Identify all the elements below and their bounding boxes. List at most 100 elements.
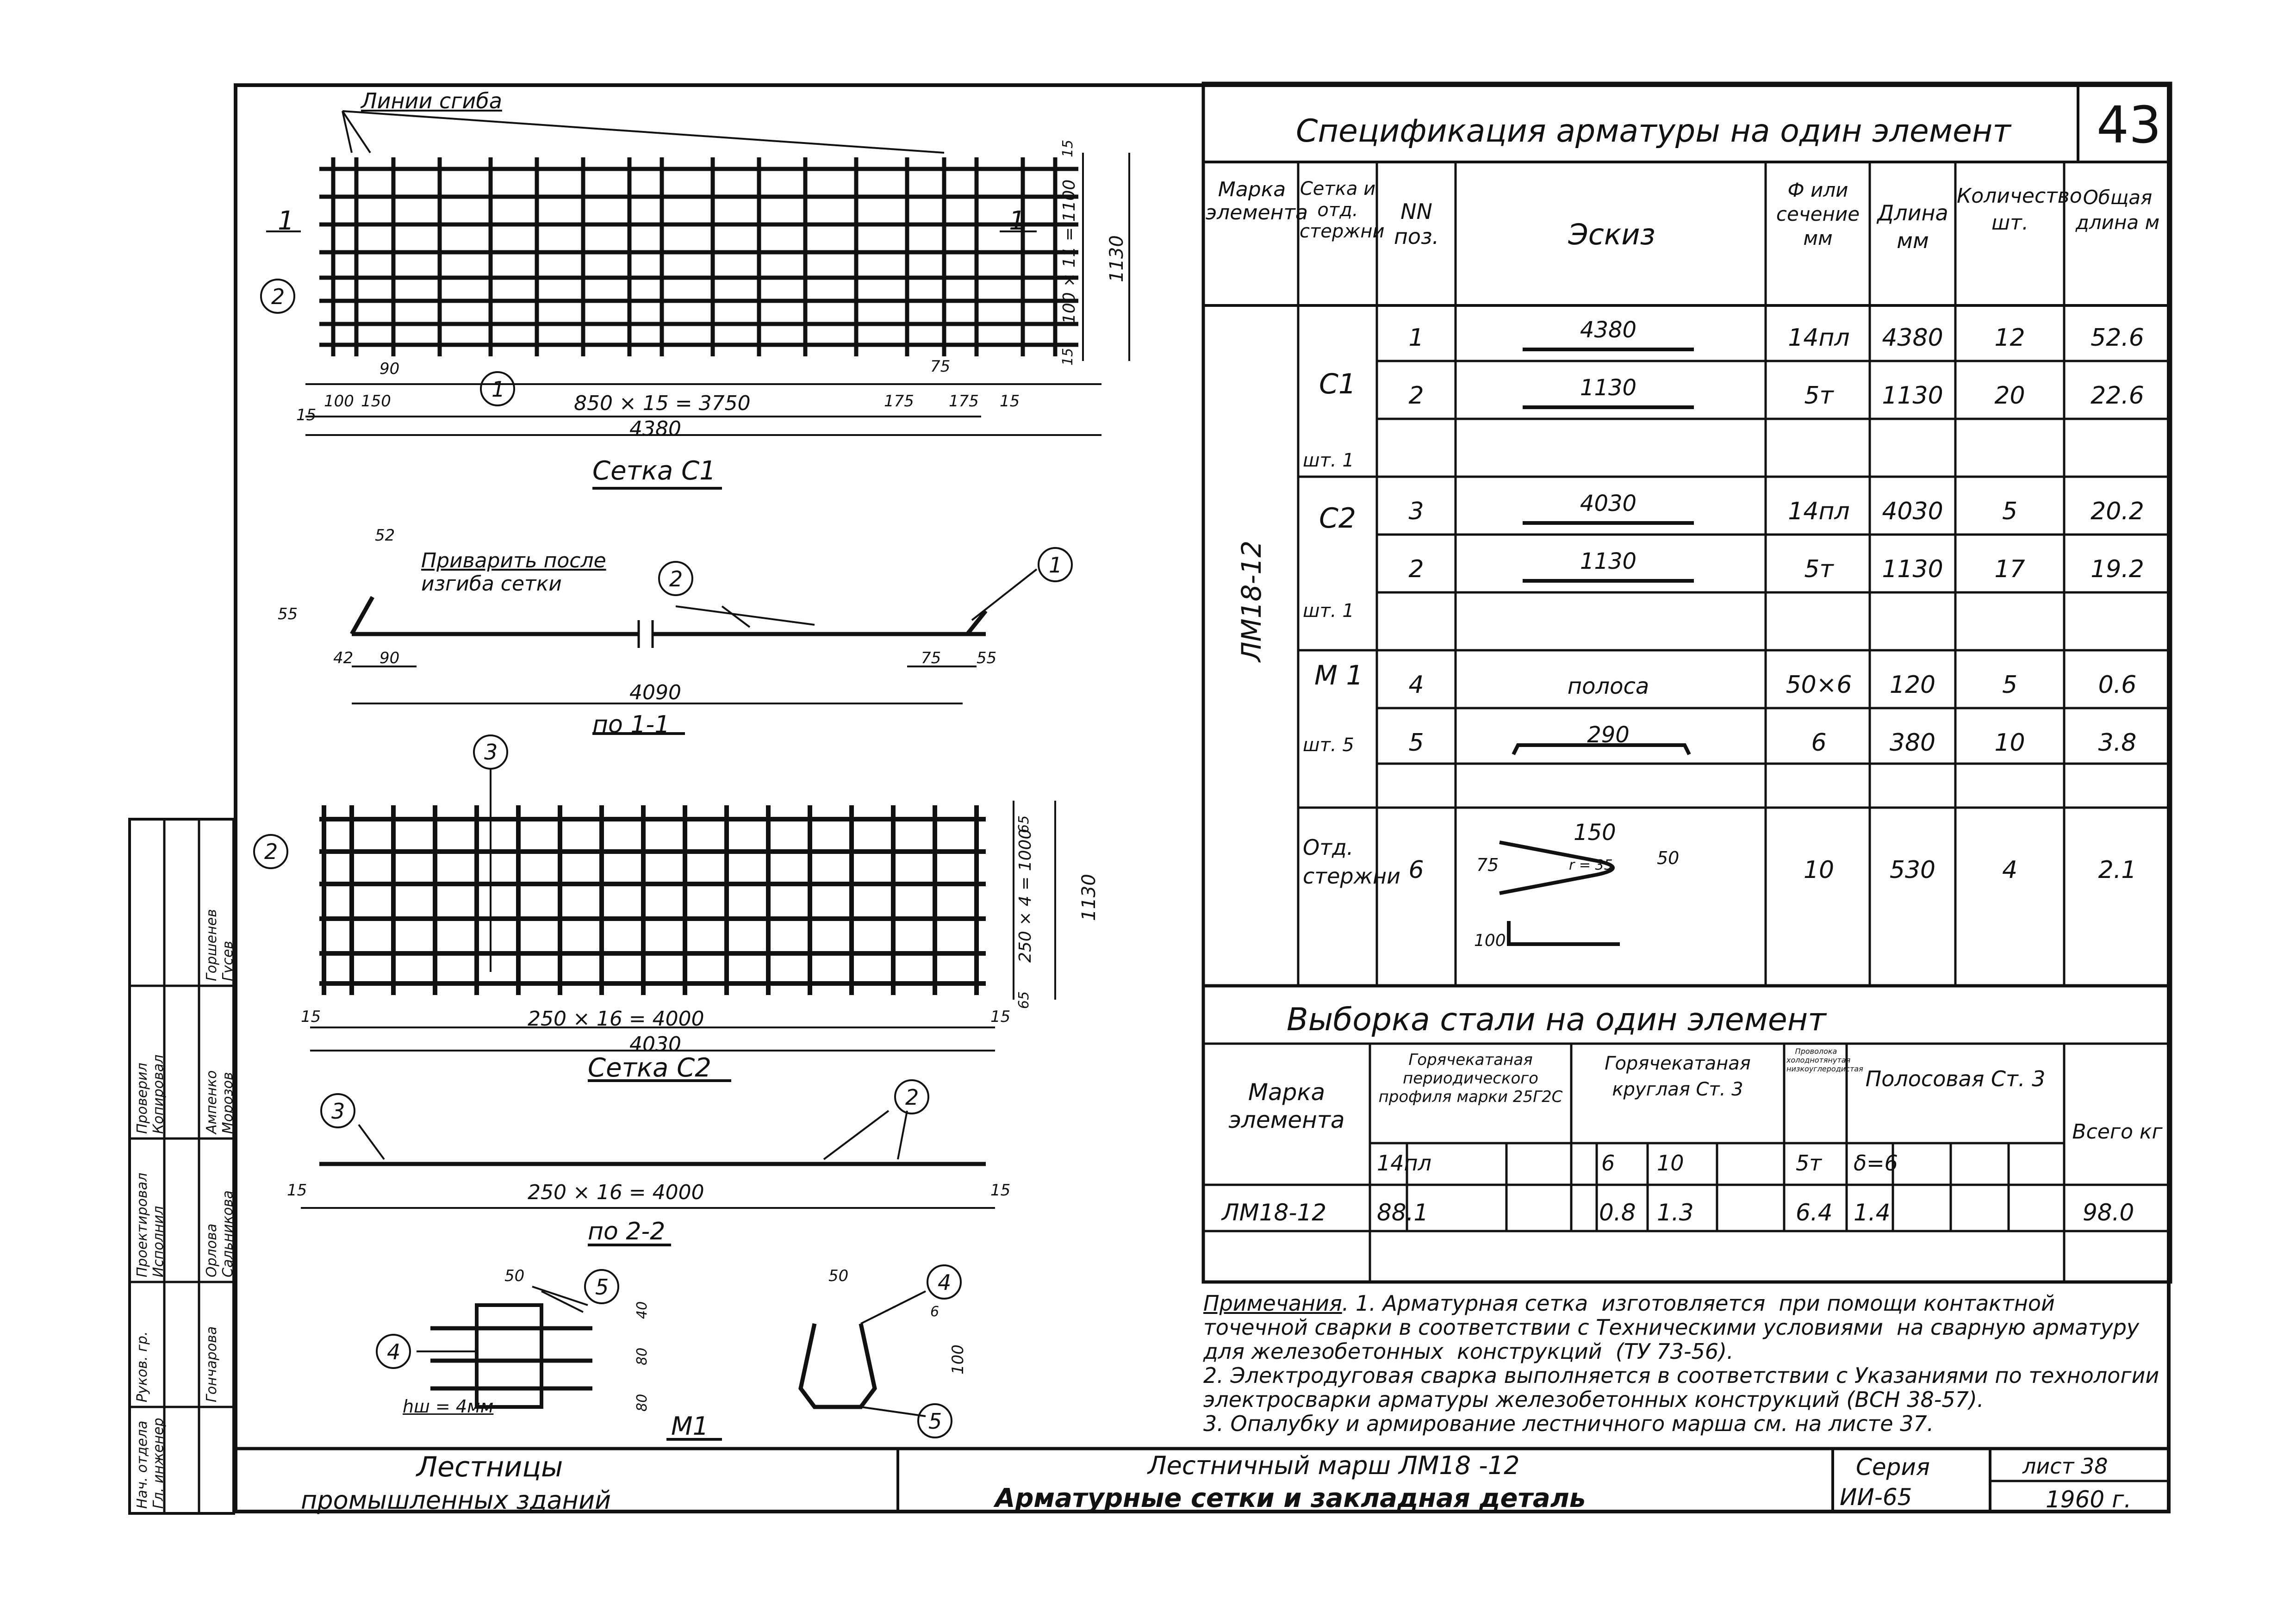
spec-group-c1-count: шт. 1 xyxy=(1303,450,1354,471)
s11-callout-1: 1 xyxy=(1049,553,1063,578)
stamp-name-1: Гусев xyxy=(220,940,236,981)
spec-element-mark: ЛМ18-12 xyxy=(1236,540,1267,662)
stamp-name-2: Ампенко xyxy=(204,1070,220,1134)
c1-dim-175b: 175 xyxy=(949,392,979,411)
m1-dim-40: 40 xyxy=(634,1301,650,1319)
m1-dim-50a: 50 xyxy=(504,1267,525,1285)
s22-callout-2: 2 xyxy=(905,1085,919,1110)
c2-dim-bottom: 250 × 16 = 4000 xyxy=(528,1007,704,1031)
c2-dim-65b: 65 xyxy=(1016,991,1032,1009)
s11-callout-2: 2 xyxy=(669,566,683,591)
stamp-name-6: Гончарова xyxy=(204,1326,220,1402)
spec-row-sketch: 4380 xyxy=(1580,317,1637,343)
stamp-role-6: Копировал xyxy=(150,1054,167,1134)
c1-section-right: 1 xyxy=(1009,206,1026,236)
s11-note-2: изгиба сетки xyxy=(421,572,562,596)
sheet-number: 43 xyxy=(2097,95,2161,155)
stamp-name-0: Горшенев xyxy=(204,909,220,981)
c2-dim-65a: 65 xyxy=(1016,815,1032,833)
spec-row-pos: 3 xyxy=(1408,498,1424,525)
spec-header-pos: NN поз. xyxy=(1394,199,1439,249)
spec-row-length: 530 xyxy=(1889,856,1936,884)
spec-row-sketch: 1130 xyxy=(1580,375,1637,401)
stamp-role-5: Проверил xyxy=(134,1063,150,1134)
m1-callout-4a: 4 xyxy=(387,1339,401,1364)
sketch6-r: r = 35 xyxy=(1569,857,1613,873)
steel-row-mark: ЛМ18-12 xyxy=(1222,1199,1327,1226)
spec-row-total: 2.1 xyxy=(2098,856,2137,884)
steel-row-5t: 6.4 xyxy=(1796,1199,1833,1226)
steel-sub-14pl: 14пл xyxy=(1377,1151,1432,1176)
m1-dim-50b: 50 xyxy=(828,1267,849,1285)
c1-dim-left-a: 100 xyxy=(324,392,354,411)
list-label: лист 38 xyxy=(2022,1454,2108,1479)
spec-row-qty: 10 xyxy=(1994,729,2025,757)
setka-c2-drawing xyxy=(319,805,986,995)
title-left-1: Лестницы xyxy=(417,1451,563,1483)
spec-row-pos: 4 xyxy=(1408,671,1424,699)
spec-row-section: 5т xyxy=(1804,555,1834,583)
spec-header-length: Длина мм xyxy=(1877,200,1948,253)
s22-callout-3: 3 xyxy=(331,1099,345,1124)
spec-group-c2: С2 xyxy=(1319,502,1356,535)
s11-dim-total: 4090 xyxy=(629,681,681,704)
m1-dim-100: 100 xyxy=(949,1344,967,1375)
spec-row-section: 5т xyxy=(1804,382,1834,410)
c1-dim-175a: 175 xyxy=(884,392,914,411)
bend-lines-label: Линии сгиба xyxy=(361,88,502,113)
stamp-role-3: Проектировал xyxy=(134,1172,150,1277)
s11-dim-52: 52 xyxy=(375,526,395,545)
c1-dim-90: 90 xyxy=(380,360,400,378)
spec-row-length: 4030 xyxy=(1882,498,1943,525)
spec-row-section: 14пл xyxy=(1788,324,1850,352)
stamp-role-1: Гл. инженер xyxy=(150,1418,167,1509)
s11-title: по 1-1 xyxy=(592,711,670,739)
c1-dim-total: 4380 xyxy=(629,417,681,441)
spec-group-m1-count: шт. 5 xyxy=(1303,734,1354,756)
c1-callout-2: 2 xyxy=(271,284,285,309)
spec-row-length: 120 xyxy=(1889,671,1936,699)
s11-dim-55r: 55 xyxy=(977,649,997,667)
stamp-name-3: Морозов xyxy=(220,1072,236,1134)
s22-dim-15l: 15 xyxy=(287,1181,307,1200)
spec-group-c1: С1 xyxy=(1319,368,1356,400)
title-mid-1: Лестничный марш ЛМ18 -12 xyxy=(1148,1451,1520,1480)
c2-dim-vert-total: 1130 xyxy=(1078,874,1100,921)
c2-dim-15l: 15 xyxy=(301,1008,321,1026)
c2-dim-vert: 250 × 4 = 1000 xyxy=(1016,828,1035,963)
c1-dim-vert-total: 1130 xyxy=(1106,235,1127,282)
spec-title: Спецификация арматуры на один элемент xyxy=(1296,113,2011,149)
sketch6-d150: 150 xyxy=(1574,820,1616,846)
steel-row-strip: 1.4 xyxy=(1854,1199,1891,1226)
c1-dim-vert-15a: 15 xyxy=(1060,139,1076,157)
c2-dim-total: 4030 xyxy=(629,1033,681,1056)
sketch6-d50: 50 xyxy=(1657,848,1680,868)
stamp-name-4: Орлова xyxy=(204,1223,220,1277)
c1-dim-left-15: 15 xyxy=(296,406,317,424)
setka-c1-drawing xyxy=(319,157,1078,356)
spec-row-total: 0.6 xyxy=(2098,671,2137,699)
notes: Примечания. 1. Арматурная сетка изготовл… xyxy=(1203,1291,2166,1436)
s11-dim-75: 75 xyxy=(921,649,941,667)
spec-row-total: 22.6 xyxy=(2091,382,2144,410)
steel-row-total: 98.0 xyxy=(2083,1199,2134,1226)
spec-row-pos: 5 xyxy=(1408,729,1424,757)
stamp-name-5: Сальникова xyxy=(220,1190,236,1277)
spec-row-pos: 2 xyxy=(1408,555,1424,583)
spec-row-total: 19.2 xyxy=(2091,555,2144,583)
spec-header-section: Ф или сечение мм xyxy=(1776,179,1860,249)
series-value: ИИ-65 xyxy=(1840,1484,1912,1511)
spec-row-length: 1130 xyxy=(1882,555,1943,583)
steel-row-14pl: 88.1 xyxy=(1377,1199,1429,1226)
steel-col-hot-round: Горячекатаная круглая Ст. 3 xyxy=(1605,1053,1751,1100)
m1-weld-note: hш = 4мм xyxy=(403,1396,494,1417)
m1-dim-80b: 80 xyxy=(634,1394,650,1412)
spec-row-qty: 5 xyxy=(2002,671,2018,699)
steel-col-strip: Полосовая Ст. 3 xyxy=(1865,1066,2046,1091)
c2-callout-2: 2 xyxy=(264,839,278,864)
m1-callout-5b: 5 xyxy=(928,1409,942,1434)
spec-header-mark: Марка элемента xyxy=(1206,178,1308,224)
m1-callout-4b: 4 xyxy=(938,1270,952,1295)
c1-section-left: 1 xyxy=(278,206,294,236)
